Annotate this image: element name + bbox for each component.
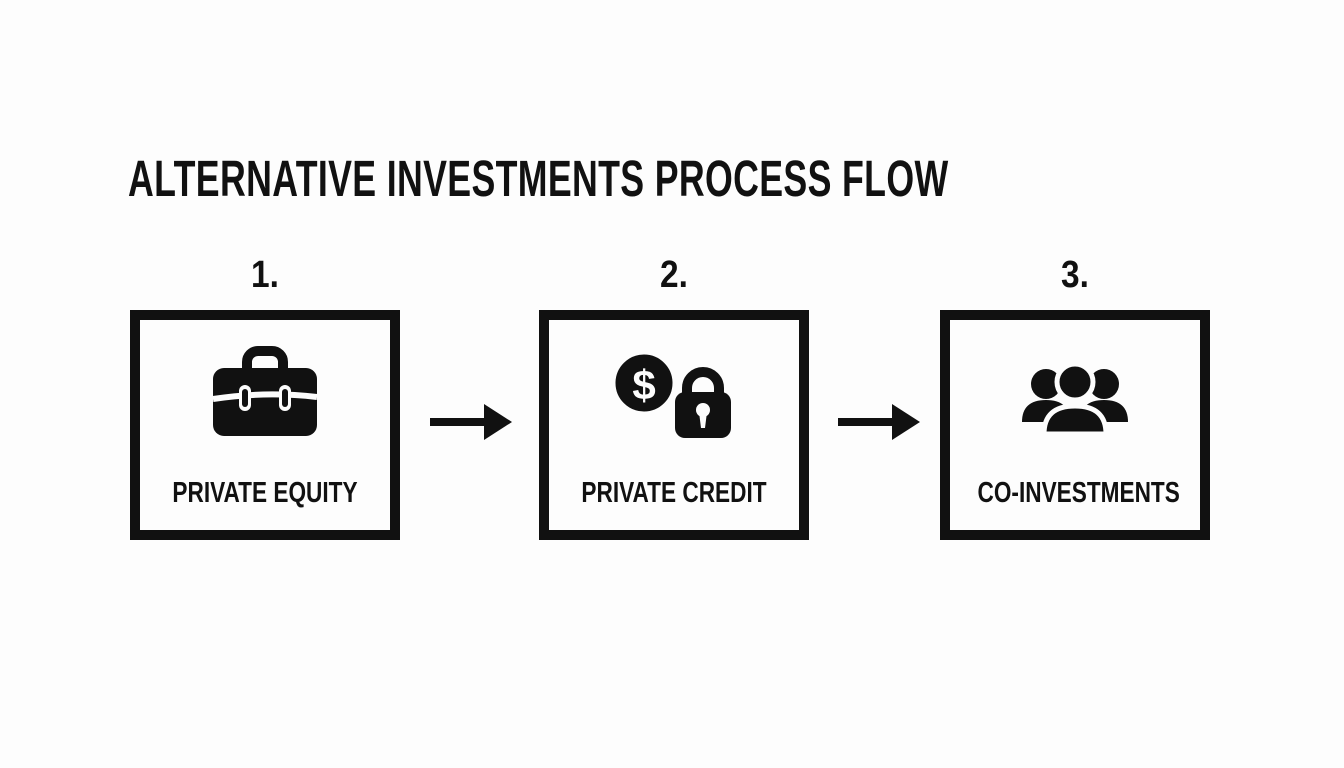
- dollar-lock-icon: $: [612, 351, 735, 445]
- step-label: CO-INVESTMENTS: [977, 477, 1180, 509]
- svg-text:$: $: [632, 362, 655, 409]
- step-label: PRIVATE CREDIT: [581, 477, 767, 509]
- page-title: ALTERNATIVE INVESTMENTS PROCESS FLOW: [128, 150, 949, 207]
- step-box-private-equity: PRIVATE EQUITY: [130, 310, 400, 540]
- step-number-2: 2.: [660, 254, 688, 296]
- briefcase-icon: [206, 339, 324, 446]
- flow-arrow-icon: [428, 399, 514, 450]
- step-box-private-credit: $ PRIVATE CREDIT: [539, 310, 809, 540]
- flow-arrow-icon: [836, 399, 922, 450]
- step-number-1: 1.: [251, 254, 279, 296]
- people-group-icon: [1016, 360, 1134, 441]
- step-box-co-investments: CO-INVESTMENTS: [940, 310, 1210, 540]
- step-number-3: 3.: [1061, 254, 1089, 296]
- step-label: PRIVATE EQUITY: [172, 477, 358, 509]
